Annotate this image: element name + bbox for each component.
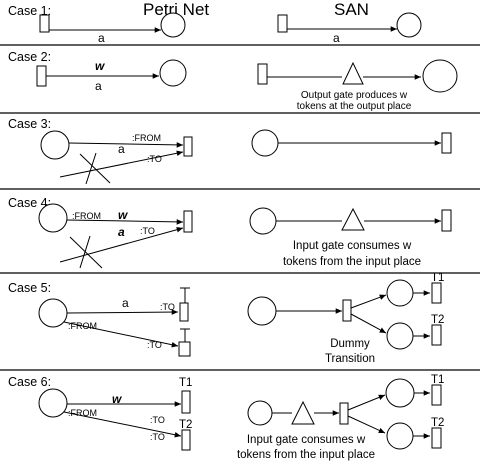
case-4-crossout-1 [69, 236, 103, 269]
case-3-output-arc [59, 150, 184, 178]
case-4-note-line-1: Input gate consumes w [293, 240, 412, 252]
case-1-left-place [160, 12, 186, 38]
case-5-arc-label: a [122, 296, 129, 310]
case-3-right-activity [441, 132, 452, 154]
case-3-crossout-2 [85, 152, 97, 185]
case-5-upper-place [386, 279, 414, 307]
case-4-right-activity [441, 209, 452, 232]
case-6: Case 6: w :FROM :TO :TO T1 T2 T1 T2 Inpu… [8, 374, 444, 461]
case-2-left-arc-label: a [95, 79, 102, 93]
case-5-dummy-transition [342, 299, 352, 322]
case-6-note-line-1: Input gate consumes w [247, 434, 366, 446]
case-4-to-label: :TO [140, 226, 155, 236]
case-6-left-t2 [181, 429, 191, 451]
case-4-label: Case 4: [8, 196, 51, 210]
header-san: SAN [334, 0, 369, 19]
case-6-upper-place [385, 378, 415, 408]
case-4-note-line-2: tokens from the input place [283, 256, 421, 268]
case-2-label: Case 2: [8, 50, 51, 64]
case-3-input-arc [68, 142, 184, 148]
case-2-note-line-1: Output gate produces w [301, 90, 408, 101]
case-6-to1-label: :TO [150, 415, 165, 425]
case-4-from-label: :FROM [72, 211, 101, 221]
case-3-to-label: :TO [147, 154, 162, 164]
case-5-right-place [247, 296, 277, 326]
case-5-left-place [38, 298, 68, 328]
case-1: Case 1: a a [8, 4, 422, 45]
case-6-label: Case 6: [8, 375, 51, 389]
header-petri-net: Petri Net [143, 0, 209, 19]
case-4-output-arc [59, 226, 184, 263]
case-4-weight-label: w [118, 208, 128, 222]
case-6-arc-to-t2 [63, 411, 182, 438]
case-3-from-label: :FROM [132, 133, 161, 143]
case-6-left-place [38, 388, 68, 418]
case-6-right-place [247, 400, 273, 426]
case-6-from-label: :FROM [68, 408, 97, 418]
case-2-output-gate [342, 61, 364, 85]
case-5-dummy-label-line-2: Transition [325, 353, 375, 365]
case-4-left-place [38, 203, 68, 233]
case-1-left-arc-label: a [98, 31, 105, 45]
case-2-left-transition [36, 65, 47, 87]
case-2: Case 2: w a Output gate produces w token… [8, 50, 458, 112]
case-5-right-t2 [431, 324, 442, 346]
case-2-right-place [422, 59, 458, 93]
case-6-to2-label: :TO [150, 432, 165, 442]
case-5-right-t2-label: T2 [431, 314, 444, 326]
case-4-left-transition [183, 210, 193, 233]
case-6-left-t1 [181, 390, 191, 414]
case-1-right-activity [277, 14, 288, 33]
case-4: Case 4: :FROM w a :TO Input gate consume… [8, 196, 452, 269]
case-5-arc-to-t1 [66, 309, 179, 315]
case-6-note-line-2: tokens from the input place [237, 449, 375, 461]
case-5: Case 5: a :TO :FROM :TO T1 T2 Dummy Tran… [8, 272, 444, 365]
case-5-dummy-arc-lower [350, 313, 387, 334]
case-2-left-place [159, 59, 187, 87]
case-6-left-t2-label: T2 [179, 419, 192, 431]
case-3: Case 3: :FROM a :TO [8, 117, 452, 185]
case-4-crossout-2 [79, 235, 91, 269]
case-1-right-arc-label: a [333, 31, 340, 45]
case-6-dummy-arc-upper [347, 394, 386, 411]
case-2-right-activity [257, 63, 268, 85]
case-5-dummy-label-line-1: Dummy [330, 338, 370, 350]
case-6-dummy-arc-lower [347, 415, 386, 434]
case-5-to2-label: :TO [147, 340, 162, 350]
case-5-left-t1 [179, 302, 189, 322]
case-3-left-transition [183, 136, 193, 157]
case-2-note-line-2: tokens at the output place [297, 101, 412, 112]
case-5-to1-label: :TO [160, 302, 175, 312]
case-6-right-t2-label: T2 [431, 417, 444, 429]
case-6-input-gate [291, 400, 315, 425]
case-5-arc-to-t2 [63, 321, 179, 348]
case-4-right-place [249, 207, 277, 235]
case-5-lower-place [386, 322, 414, 350]
case-6-dummy-transition [339, 402, 349, 425]
case-3-label: Case 3: [8, 117, 51, 131]
case-5-label: Case 5: [8, 281, 51, 295]
case-3-crossout-1 [79, 153, 111, 184]
case-6-lower-place [386, 422, 414, 450]
case-5-dummy-arc-upper [350, 294, 387, 309]
case-4-input-gate [341, 207, 365, 231]
case-4-arc-label: a [118, 225, 125, 239]
case-5-left-t2 [178, 341, 191, 357]
case-5-right-t1-label: T1 [431, 272, 444, 284]
case-3-arc-label: a [118, 142, 125, 156]
case-6-right-t1 [431, 384, 442, 406]
case-6-weight-label: w [112, 392, 122, 406]
case-5-right-t1 [431, 282, 442, 304]
case-6-right-t2 [431, 427, 442, 449]
case-3-right-place [251, 129, 279, 157]
case-1-right-place [396, 12, 422, 38]
case-6-left-t1-label: T1 [179, 377, 192, 389]
case-6-right-t1-label: T1 [431, 374, 444, 386]
case-1-left-transition [39, 14, 50, 33]
case-3-left-place [40, 130, 70, 160]
case-2-weight-label: w [95, 59, 105, 73]
case-4-input-arc [66, 219, 184, 225]
